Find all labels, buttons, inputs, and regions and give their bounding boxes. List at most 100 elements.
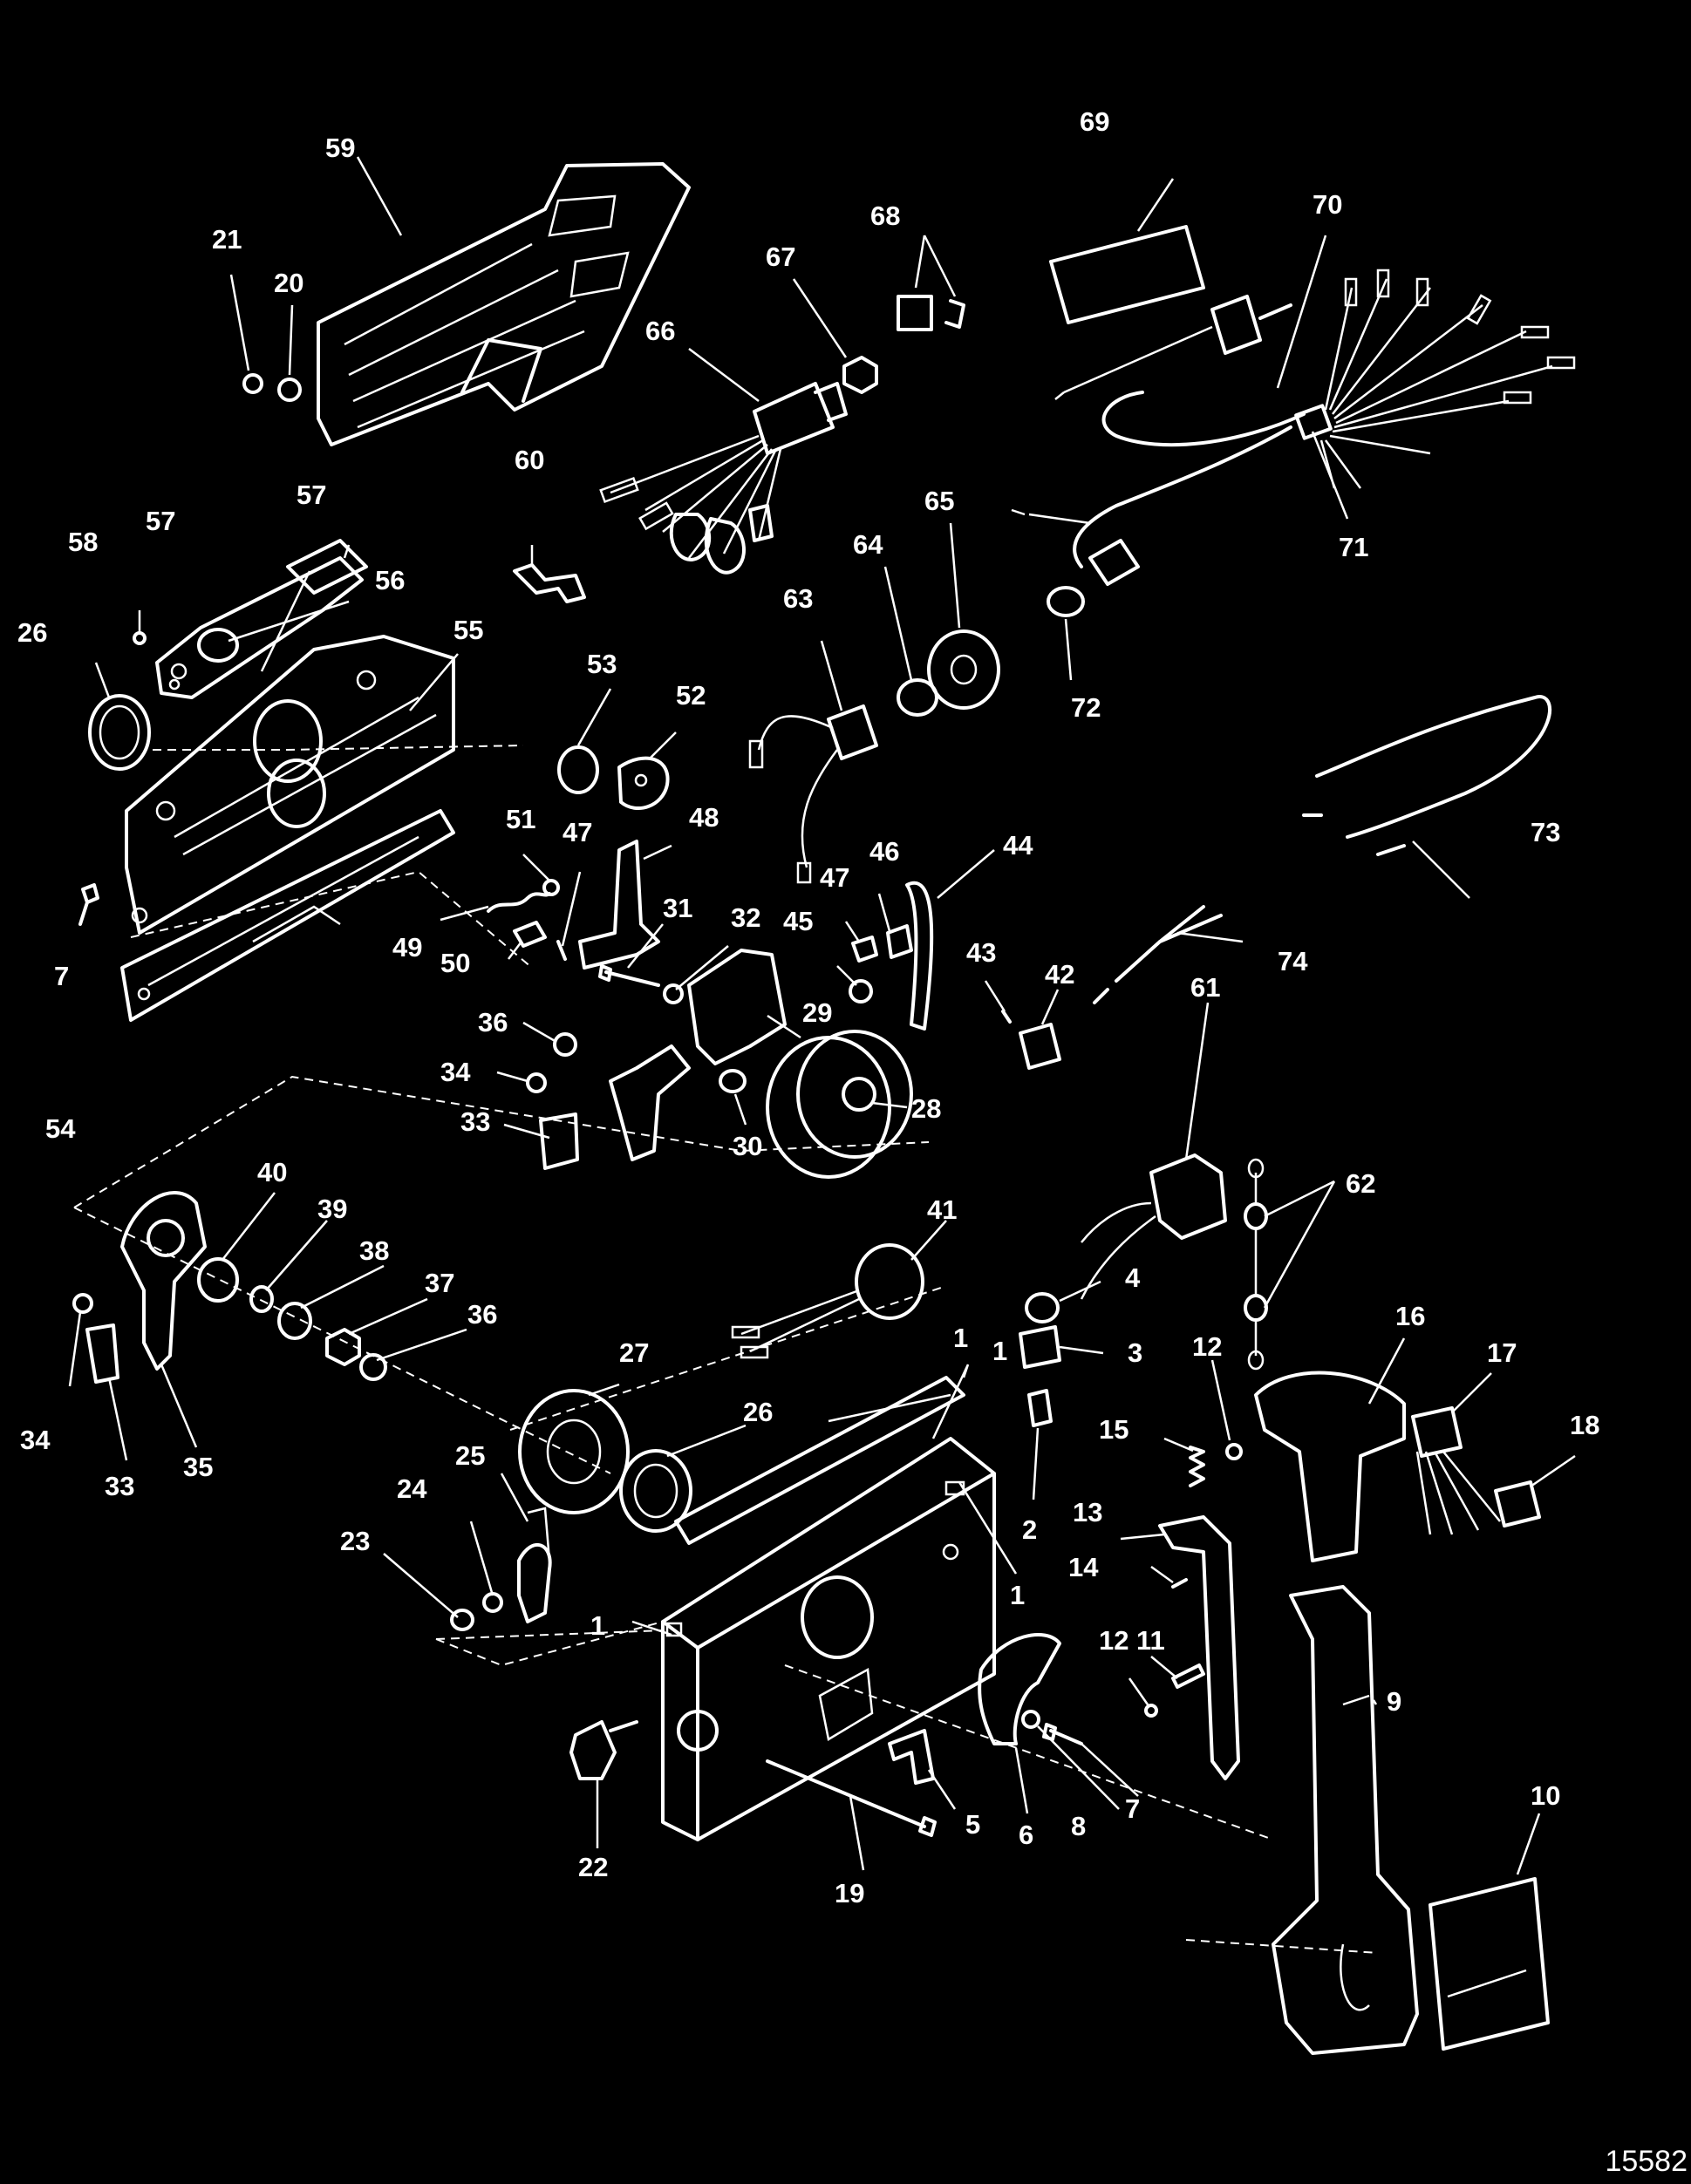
switch-part — [748, 704, 878, 884]
base-plate-part — [120, 809, 455, 1022]
callout-45: 45 — [783, 906, 813, 936]
callout-28: 28 — [911, 1093, 941, 1124]
callout-36-a: 36 — [478, 1007, 508, 1038]
callout-1-b: 1 — [1010, 1580, 1025, 1610]
callout-55: 55 — [453, 615, 483, 645]
callout-47-a: 47 — [820, 862, 849, 893]
screw-part — [78, 883, 99, 926]
callout-34-b: 34 — [20, 1425, 51, 1455]
callout-53: 53 — [587, 649, 617, 679]
callout-1-a: 1 — [953, 1323, 968, 1353]
clutch-hub-part — [766, 1030, 913, 1179]
leader-lines — [68, 156, 1576, 1875]
bearing-part — [88, 694, 151, 771]
callout-32: 32 — [731, 902, 760, 933]
callout-58: 58 — [68, 527, 98, 557]
detent-part — [513, 921, 547, 948]
harness-part — [599, 382, 848, 575]
callout-38: 38 — [359, 1235, 389, 1266]
short-harness-part — [1093, 905, 1223, 1004]
roller-part — [719, 1069, 747, 1093]
callout-57-a: 57 — [297, 480, 326, 510]
callout-60: 60 — [515, 445, 544, 475]
main-harness-part — [1011, 269, 1576, 586]
callout-37: 37 — [425, 1268, 454, 1298]
alignment-lines — [73, 745, 1379, 1954]
callout-43: 43 — [966, 937, 996, 968]
figure-number: 15582 — [1605, 2145, 1688, 2178]
retainer-clip-part — [513, 563, 586, 603]
screw-part-3 — [1042, 1723, 1083, 1745]
ball-part-2 — [849, 979, 873, 1004]
callout-9: 9 — [1387, 1686, 1401, 1717]
callout-73: 73 — [1531, 817, 1560, 847]
lever-arm-part — [133, 539, 368, 699]
callout-34-a: 34 — [440, 1057, 471, 1087]
callout-54: 54 — [45, 1113, 76, 1144]
plug-part — [1047, 586, 1085, 617]
callout-7-b: 7 — [54, 961, 69, 991]
callout-52: 52 — [676, 680, 706, 711]
callout-27: 27 — [619, 1337, 649, 1368]
bolt-part — [598, 964, 660, 987]
mount-bracket-part — [888, 1729, 935, 1785]
callout-50: 50 — [440, 948, 470, 978]
trim-switch-part — [1080, 1153, 1227, 1300]
lock-bar-part — [1158, 1515, 1240, 1780]
detent-arm-part — [578, 840, 660, 970]
callout-8: 8 — [1071, 1811, 1086, 1841]
part-drawings — [72, 162, 1576, 2055]
callout-21: 21 — [212, 224, 242, 255]
clip-part — [897, 295, 965, 331]
callout-74: 74 — [1278, 946, 1308, 976]
callout-68: 68 — [870, 201, 900, 231]
callout-12-a: 12 — [1099, 1625, 1128, 1656]
thrust-washer-part — [277, 1302, 312, 1340]
callout-51: 51 — [506, 804, 535, 834]
retainer-part — [897, 678, 938, 717]
callout-25: 25 — [455, 1440, 485, 1471]
detent-pin-part — [1171, 1664, 1205, 1689]
callout-24: 24 — [397, 1473, 427, 1504]
callout-29: 29 — [802, 997, 832, 1028]
washer-part-2 — [663, 983, 684, 1004]
shift-lever-part — [609, 1044, 691, 1161]
cover-plate-part — [317, 162, 691, 446]
nut-part-4 — [482, 1592, 503, 1613]
callout-20: 20 — [274, 268, 303, 298]
spring-part — [487, 892, 551, 913]
callout-1-d: 1 — [992, 1336, 1007, 1366]
trim-button-part — [1411, 1406, 1541, 1535]
callout-61: 61 — [1190, 972, 1220, 1003]
nut-part — [242, 373, 263, 394]
callout-10: 10 — [1531, 1780, 1560, 1811]
callout-42: 42 — [1045, 959, 1074, 990]
screw-head-part-2 — [1225, 1443, 1243, 1460]
switch-clip-part — [1019, 1325, 1061, 1369]
lock-nut-part — [325, 1328, 361, 1366]
cam-part — [617, 756, 670, 811]
callout-30: 30 — [733, 1131, 762, 1161]
nut-part-2 — [526, 1072, 547, 1093]
long-bolt-part — [766, 1759, 937, 1837]
callout-1-c: 1 — [590, 1610, 605, 1641]
callout-59: 59 — [325, 133, 355, 163]
callout-62: 62 — [1346, 1168, 1375, 1199]
hub-part — [147, 1219, 185, 1257]
callout-33-b: 33 — [105, 1471, 134, 1501]
callout-18: 18 — [1570, 1410, 1599, 1440]
callout-57-b: 57 — [146, 506, 175, 536]
callout-7-a: 7 — [1125, 1793, 1140, 1824]
callout-12-b: 12 — [1192, 1331, 1222, 1362]
spring-strip-part — [905, 881, 934, 1031]
handle-part — [1254, 1371, 1406, 1562]
screw-part-2 — [1001, 1010, 1012, 1024]
washer-part — [277, 378, 302, 402]
callout-31: 31 — [663, 893, 692, 923]
callout-17: 17 — [1487, 1337, 1517, 1368]
grommet-part — [1025, 1292, 1060, 1323]
callout-36-b: 36 — [467, 1299, 497, 1330]
neutral-switch-part — [731, 1243, 924, 1359]
bearing-part-2 — [619, 1449, 692, 1533]
